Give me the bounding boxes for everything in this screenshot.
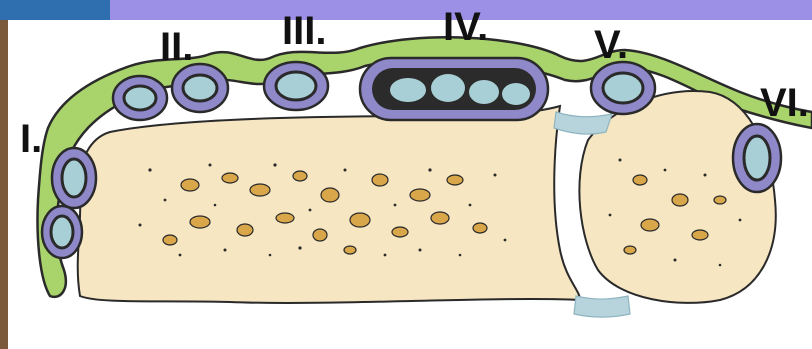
speck: [674, 259, 677, 262]
cancellous-spot: [714, 196, 726, 204]
speck: [384, 254, 387, 257]
cancellous-spot: [181, 179, 199, 191]
speck: [148, 168, 151, 171]
compartment-5-sheath: [591, 62, 655, 114]
cancellous-spot: [276, 213, 294, 223]
compartment-4-sheath: [360, 58, 548, 120]
speck: [298, 246, 301, 249]
label-compartment-3: III.: [282, 9, 326, 53]
cancellous-spot: [672, 194, 688, 206]
tendon: [276, 72, 316, 100]
ligament-lower: [574, 296, 630, 317]
tendon: [502, 83, 530, 105]
speck: [179, 254, 182, 257]
label-compartment-2: II.: [160, 25, 193, 69]
cancellous-spot: [237, 224, 253, 236]
speck: [459, 254, 462, 257]
speck: [704, 174, 707, 177]
speck: [344, 169, 347, 172]
cancellous-spot: [410, 189, 430, 201]
cancellous-spot: [293, 171, 307, 181]
tendon: [51, 216, 73, 248]
speck: [664, 169, 667, 172]
cancellous-spot: [624, 246, 636, 254]
cancellous-spot: [431, 212, 449, 224]
speck: [719, 264, 722, 267]
speck: [164, 199, 167, 202]
tendon: [469, 80, 499, 104]
cancellous-spot: [190, 216, 210, 228]
speck: [394, 204, 397, 207]
speck: [419, 249, 422, 252]
cancellous-spot: [392, 227, 408, 237]
speck: [504, 239, 507, 242]
label-compartment-4: IV.: [443, 5, 488, 49]
tendon: [124, 86, 156, 110]
compartment-3-sheath: [264, 62, 328, 110]
cancellous-spot: [313, 229, 327, 241]
speck: [209, 164, 212, 167]
tendon: [62, 159, 86, 197]
cancellous-spot: [473, 223, 487, 233]
radius-bone: [78, 106, 580, 303]
speck: [739, 219, 742, 222]
tendon: [744, 136, 770, 180]
cancellous-spot: [633, 175, 647, 185]
speck: [609, 214, 612, 217]
speck: [619, 159, 622, 162]
tendon: [183, 75, 217, 101]
speck: [214, 204, 217, 207]
label-compartment-1: I.: [20, 117, 42, 161]
cancellous-spot: [163, 235, 177, 245]
cancellous-spot: [250, 184, 270, 196]
speck: [269, 254, 272, 257]
speck: [469, 204, 472, 207]
speck: [428, 168, 431, 171]
speck: [309, 209, 312, 212]
cancellous-spot: [350, 213, 370, 227]
speck: [494, 174, 497, 177]
speck: [139, 224, 142, 227]
cancellous-spot: [447, 175, 463, 185]
speck: [273, 163, 276, 166]
label-compartment-6: VI.: [760, 81, 809, 125]
cancellous-spot: [344, 246, 356, 254]
compartment-6-sheath: [733, 124, 781, 192]
cancellous-spot: [641, 219, 659, 231]
cancellous-spot: [222, 173, 238, 183]
tendon: [603, 73, 643, 103]
slide-photo-edge-left: [0, 20, 8, 349]
slide-photo-edge-top: [0, 0, 110, 20]
cancellous-spot: [321, 188, 339, 202]
tendon: [390, 78, 426, 102]
label-compartment-5: V.: [594, 23, 628, 67]
tendon: [431, 74, 465, 102]
speck: [224, 249, 227, 252]
cancellous-spot: [692, 230, 708, 240]
cancellous-spot: [372, 174, 388, 186]
